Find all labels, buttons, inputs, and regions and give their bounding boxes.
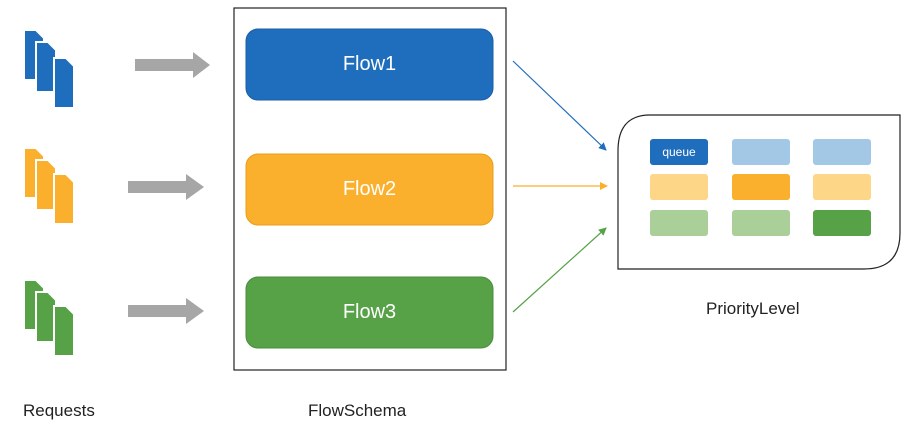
queue-grid: queue xyxy=(650,139,871,236)
queue-cell xyxy=(732,174,790,200)
flow-label-3: Flow3 xyxy=(343,301,396,323)
request-stack-blue-icon xyxy=(23,29,75,109)
queue-cell xyxy=(650,174,708,200)
flow-box-1: Flow1 xyxy=(245,28,494,101)
flow-label-2: Flow2 xyxy=(343,178,396,200)
flow-box-3: Flow3 xyxy=(245,276,494,349)
queue-cell xyxy=(732,139,790,165)
queue-cell xyxy=(650,210,708,236)
prioritylevel-label: PriorityLevel xyxy=(706,299,800,318)
queue-cell xyxy=(650,139,708,165)
request-arrow-3-icon xyxy=(128,298,204,324)
flowschema-label: FlowSchema xyxy=(308,401,407,420)
flow-label-1: Flow1 xyxy=(343,53,396,75)
queue-cell xyxy=(813,174,871,200)
request-arrow-2-icon xyxy=(128,174,204,200)
connector-flow3-arrow xyxy=(512,227,607,313)
queue-cell xyxy=(813,139,871,165)
flow-box-2: Flow2 xyxy=(245,153,494,226)
request-arrow-1-icon xyxy=(135,52,210,78)
requests-label: Requests xyxy=(23,401,95,420)
queue-label: queue xyxy=(662,145,696,159)
queue-cell xyxy=(813,210,871,236)
queue-cell xyxy=(732,210,790,236)
request-stack-orange-icon xyxy=(23,147,75,225)
connector-flow1-arrow xyxy=(512,60,607,151)
request-stack-green-icon xyxy=(23,279,75,357)
